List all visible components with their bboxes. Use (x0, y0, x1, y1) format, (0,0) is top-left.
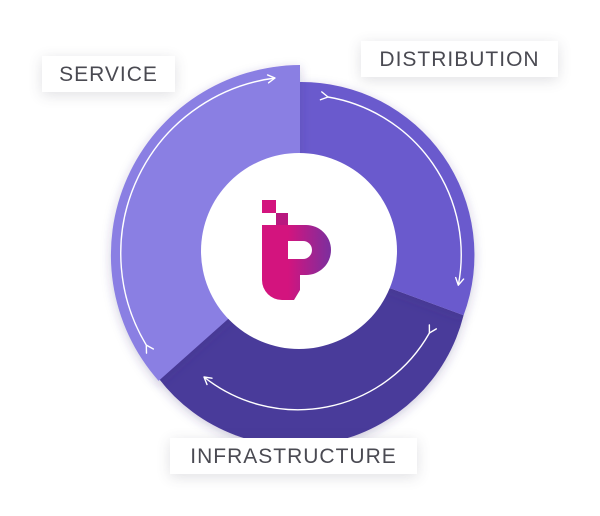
infrastructure-cycle-arrow (203, 324, 438, 411)
ip-logo-icon (262, 200, 331, 300)
service-cycle-arrow (120, 74, 276, 354)
infrastructure-label: INFRASTRUCTURE (170, 438, 417, 474)
service-label: SERVICE (42, 56, 175, 92)
distribution-cycle-arrow (319, 91, 465, 286)
distribution-label: DISTRIBUTION (361, 41, 558, 77)
